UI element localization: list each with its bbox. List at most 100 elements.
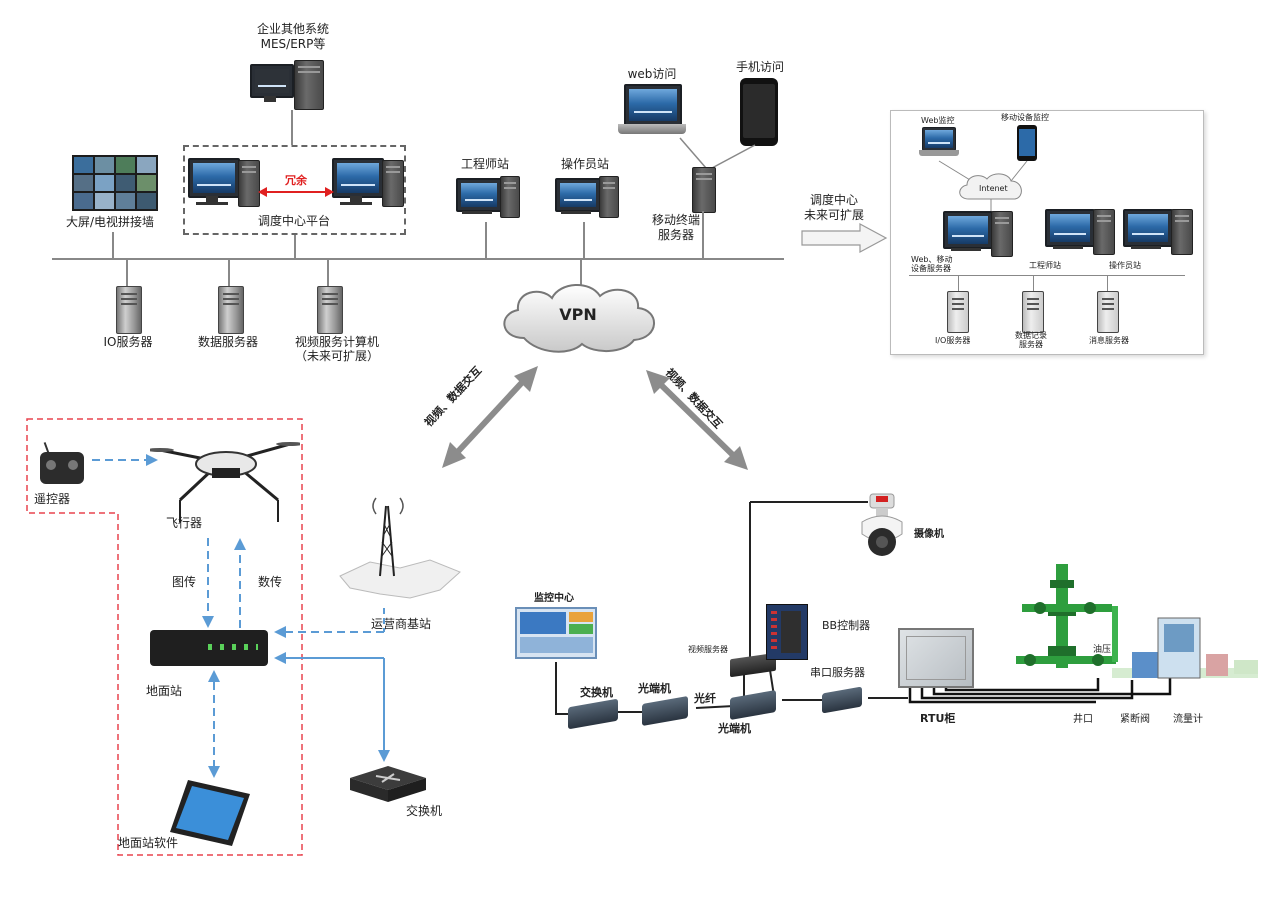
mobile-phone-icon <box>740 78 778 146</box>
expansion-message-server-icon <box>1097 291 1119 333</box>
remote-label: 遥控器 <box>34 492 71 506</box>
ground-to-tablet-arrow <box>208 670 220 778</box>
video-server-label-line1: 视频服务计算机 <box>294 335 380 349</box>
mobile-server-label-line1: 移动终端 <box>651 213 701 227</box>
main-network-bus <box>52 258 784 260</box>
expansion-panel: Web监控 移动设备监控 Intenet <box>890 110 1204 355</box>
video-server-icon <box>317 286 343 334</box>
data-server-connector <box>228 260 230 286</box>
web-monitor-label: Web监控 <box>921 116 955 125</box>
expansion-message-server-label: 消息服务器 <box>1089 336 1129 345</box>
ptz-camera-icon <box>861 493 903 556</box>
bb-controller-icon <box>766 604 808 660</box>
camera-label: 摄像机 <box>914 529 944 540</box>
video-server-label-line2: （未来可扩展） <box>294 349 380 363</box>
data-server-label: 数据服务器 <box>197 335 259 349</box>
operator-connector <box>583 222 585 258</box>
video-server-connector <box>327 260 329 286</box>
drone-red-dashed-frame <box>26 418 303 856</box>
vpn-label: VPN <box>559 305 597 324</box>
operator-station-label: 操作员站 <box>560 157 610 171</box>
expansion-engineer-pc-icon <box>1045 209 1117 259</box>
engineer-station-label: 工程师站 <box>460 157 510 171</box>
oil-pressure-label: 油压 <box>1093 645 1112 655</box>
camera-connector <box>749 501 868 664</box>
bb-controller-label: BB控制器 <box>822 619 871 632</box>
io-server-label: IO服务器 <box>103 335 153 349</box>
redundant-label: 冗余 <box>285 174 307 187</box>
data-server-icon <box>218 286 244 334</box>
video-wall-label: 大屏/电视拼接墙 <box>66 215 155 229</box>
field-switch-label: 交换机 <box>580 686 613 699</box>
monitor-center-screen-icon <box>515 607 597 659</box>
tablet-icon <box>170 780 250 846</box>
ground-to-switch-arrow <box>274 652 390 762</box>
ground-software-label: 地面站软件 <box>118 836 179 850</box>
expansion-io-server-icon <box>947 291 969 333</box>
serial-server-label: 串口服务器 <box>810 666 865 679</box>
operator-station-icon <box>555 176 619 224</box>
web-mobile-server-pc-icon <box>943 211 1015 261</box>
base-station-label: 运营商基站 <box>371 617 432 631</box>
monitor-center-label: 监控中心 <box>534 593 574 604</box>
mobile-access-label: 手机访问 <box>735 60 785 74</box>
drone-switch-label: 交换机 <box>406 804 443 818</box>
vpn-connector <box>580 260 582 285</box>
web-access-label: web访问 <box>627 67 677 81</box>
fiber-terminal2-label: 光端机 <box>718 722 751 735</box>
data-tx-label: 数传 <box>258 575 283 589</box>
drone-icon <box>150 442 300 522</box>
data-record-server-line1: 数据记录 <box>1015 331 1047 340</box>
remote-to-drone-arrow <box>92 454 158 466</box>
redundant-arrow-icon <box>258 187 334 197</box>
mobile-server-label-line2: 服务器 <box>657 228 695 242</box>
erp-label-line2: MES/ERP等 <box>260 37 326 51</box>
erp-connector <box>291 110 293 145</box>
data-record-server-line2: 服务器 <box>1019 340 1043 349</box>
expansion-engineer-label: 工程师站 <box>1029 261 1061 270</box>
image-tx-label: 图传 <box>172 575 197 589</box>
rtu-cabinet-icon <box>898 628 974 688</box>
shutoff-valve-label: 紧断阀 <box>1120 714 1150 725</box>
vpn-cloud-icon <box>503 283 655 353</box>
field-video-server-label: 视频服务器 <box>688 645 728 654</box>
wellhead-equipment-icon <box>1016 564 1258 679</box>
mobile-links <box>679 137 756 169</box>
remote-controller-icon <box>40 442 84 486</box>
web-mobile-server-line2: 设备服务器 <box>911 264 951 273</box>
aircraft-label: 飞行器 <box>166 516 203 530</box>
io-server-connector <box>126 260 128 286</box>
expand-arrow-icon <box>801 222 888 254</box>
erp-label-line1: 企业其他系统 <box>256 22 330 36</box>
expansion-bus <box>909 275 1185 276</box>
rtu-cables <box>908 678 1172 704</box>
video-wall-icon <box>72 155 158 211</box>
base-station-tower-icon <box>339 497 461 599</box>
engineer-station-icon <box>456 176 520 224</box>
mobile-monitor-label: 移动设备监控 <box>1001 113 1049 122</box>
expansion-drop1 <box>958 275 959 293</box>
expansion-phone-icon <box>1017 125 1037 161</box>
expand-label-line2: 未来可扩展 <box>803 208 865 222</box>
expansion-operator-pc-icon <box>1123 209 1195 259</box>
flowmeter-label: 流量计 <box>1173 714 1203 725</box>
expansion-io-server-label: I/O服务器 <box>935 336 971 345</box>
platform-dashed-box <box>183 145 406 235</box>
wellhead-label: 井口 <box>1073 714 1093 725</box>
platform-pc2-icon <box>332 158 404 213</box>
ground-station-icon <box>150 630 268 666</box>
left-bidirectional-arrow <box>442 366 538 468</box>
video-wall-connector <box>112 232 114 258</box>
platform-pc1-icon <box>188 158 260 213</box>
mobile-server-icon <box>692 167 716 213</box>
mobile-server-connector <box>702 211 704 258</box>
internet-label: Intenet <box>979 184 1008 193</box>
fiber-label: 光纤 <box>694 692 716 705</box>
expansion-drop3 <box>1107 275 1108 293</box>
erp-computer-icon <box>250 60 325 110</box>
fiber-terminal1-label: 光端机 <box>638 682 671 695</box>
expand-label-line1: 调度中心 <box>809 193 859 207</box>
expansion-data-server-icon <box>1022 291 1044 333</box>
laptop-icon <box>618 84 688 138</box>
rtu-label: RTU柜 <box>920 712 956 725</box>
